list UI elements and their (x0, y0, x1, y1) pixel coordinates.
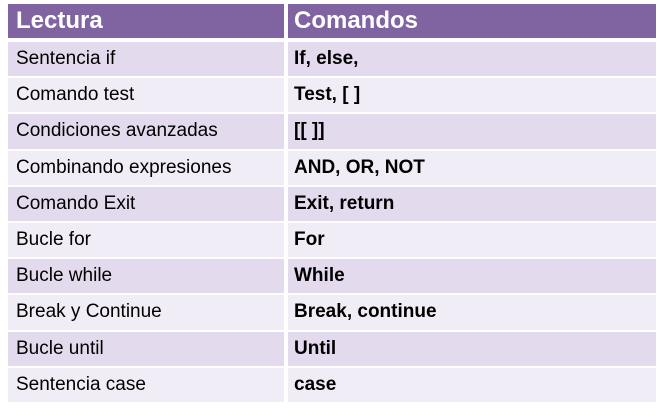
table-row: Comando Exit Exit, return (8, 186, 656, 223)
table-row: Bucle until Until (8, 331, 656, 368)
table-row: Break y Continue Break, continue (8, 295, 656, 332)
cell-lectura: Comando Exit (8, 186, 284, 223)
cell-comandos: case (288, 367, 656, 404)
table-row: Combinando expresiones AND, OR, NOT (8, 150, 656, 187)
cell-comandos: Break, continue (288, 295, 656, 332)
table-row: Bucle for For (8, 222, 656, 260)
table-row: Sentencia if If, else, (8, 42, 656, 79)
cell-comandos: Test, [ ] (288, 78, 656, 115)
cell-lectura: Sentencia if (8, 42, 284, 79)
cell-lectura: Comando test (8, 78, 284, 115)
table-row: Sentencia case case (8, 367, 656, 404)
table-row: Condiciones avanzadas [[ ]] (8, 114, 656, 151)
header-comandos: Comandos (288, 4, 656, 42)
header-lectura: Lectura (8, 4, 284, 42)
cell-comandos: If, else, (288, 42, 656, 79)
cell-comandos: For (288, 222, 656, 260)
cell-comandos: Until (288, 331, 656, 368)
cell-comandos: AND, OR, NOT (288, 150, 656, 187)
table-row: Bucle while While (8, 259, 656, 296)
cell-lectura: Combinando expresiones (8, 150, 284, 187)
cell-lectura: Bucle while (8, 259, 284, 296)
cell-lectura: Break y Continue (8, 295, 284, 332)
cell-comandos: [[ ]] (288, 114, 656, 151)
cell-comandos: Exit, return (288, 186, 656, 223)
commands-table: Lectura Comandos Sentencia if If, else, … (8, 4, 656, 404)
table-row: Comando test Test, [ ] (8, 78, 656, 115)
cell-lectura: Sentencia case (8, 367, 284, 404)
cell-lectura: Condiciones avanzadas (8, 114, 284, 151)
cell-comandos: While (288, 259, 656, 296)
cell-lectura: Bucle until (8, 331, 284, 368)
table-header-row: Lectura Comandos (8, 4, 656, 42)
cell-lectura: Bucle for (8, 222, 284, 260)
